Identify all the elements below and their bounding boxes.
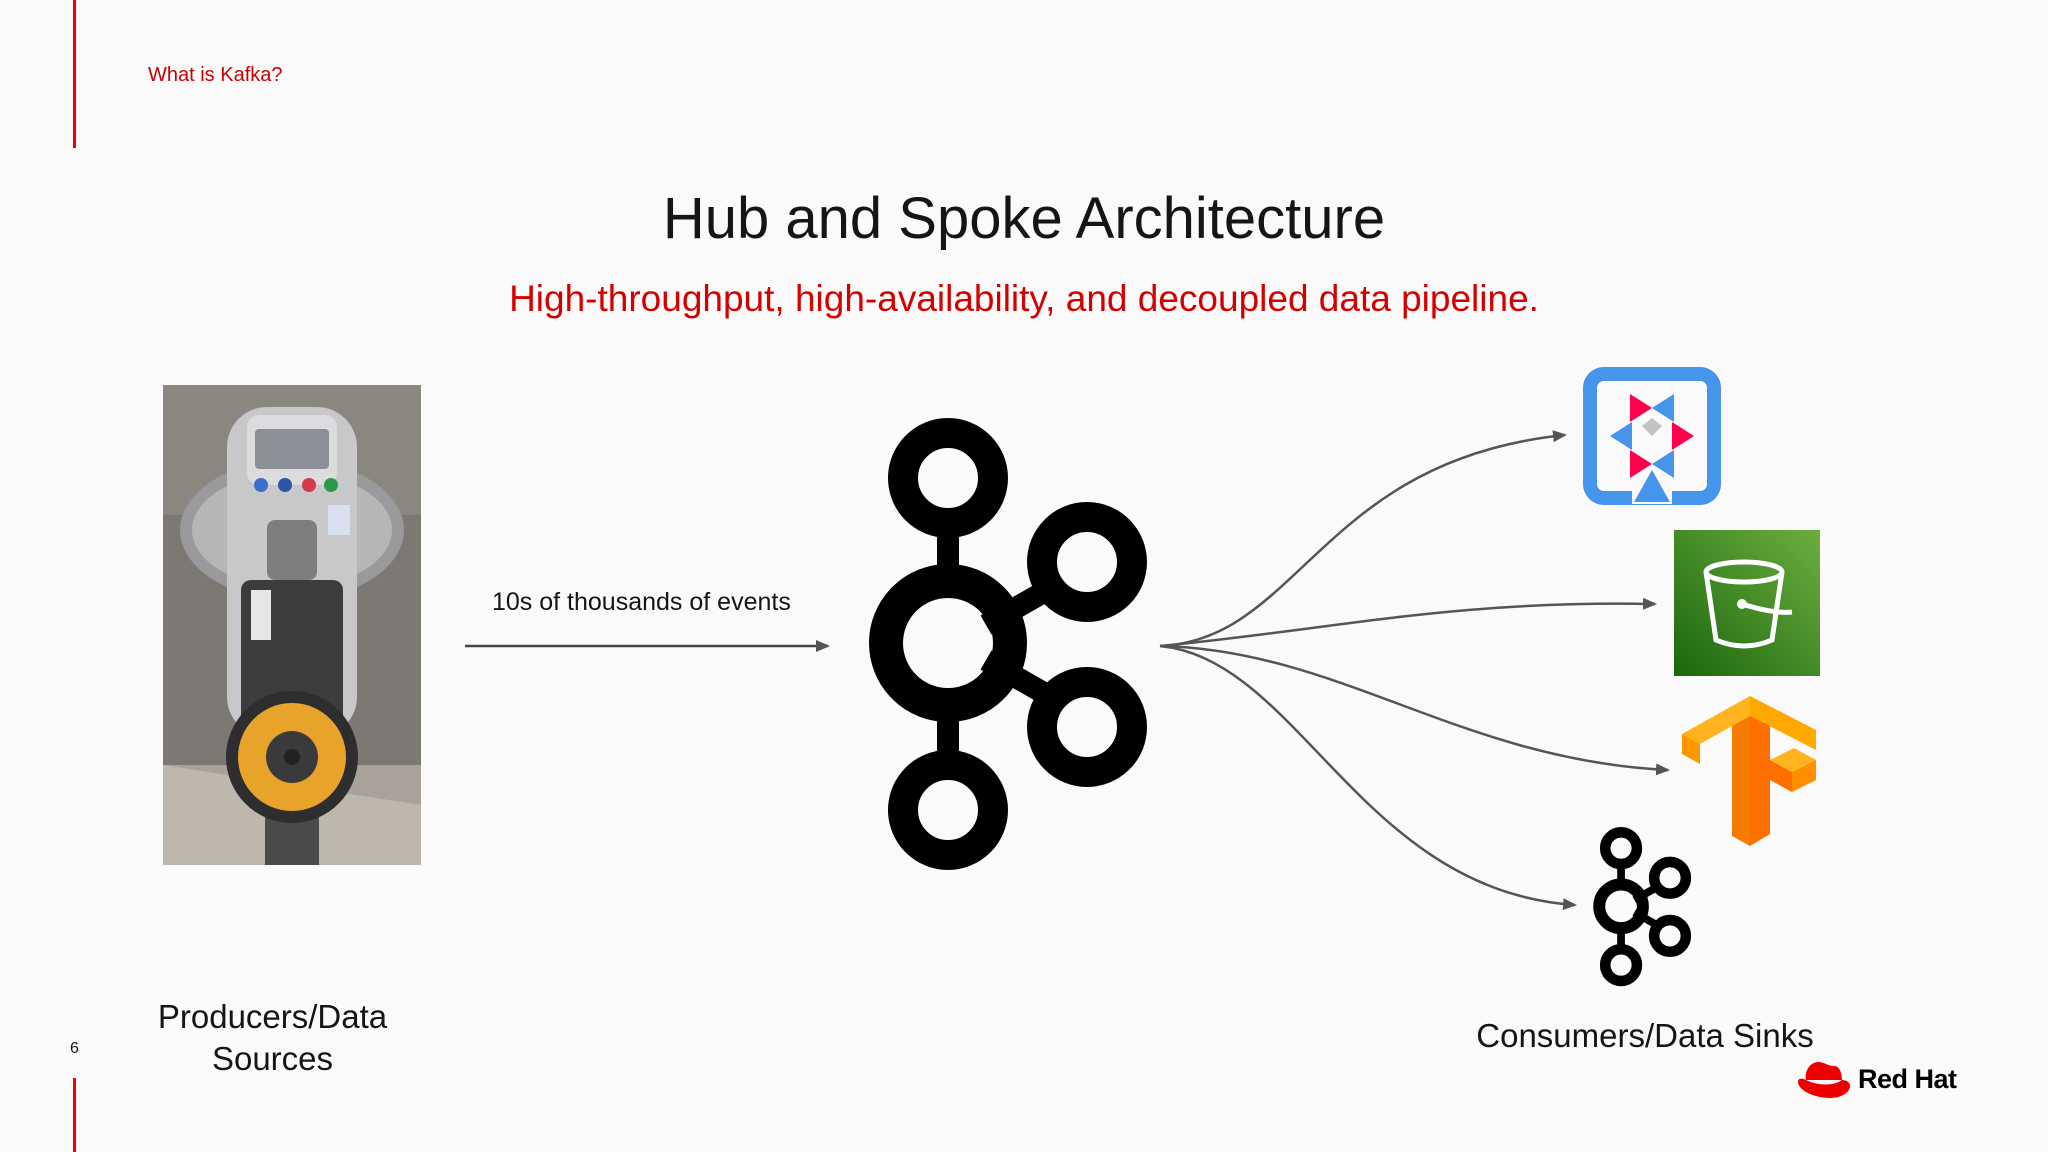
accent-bar-top (73, 0, 76, 148)
red-hat-icon (1798, 1062, 1850, 1098)
consumer-arrow-quarkus (1159, 430, 1567, 648)
slide-subtitle: High-throughput, high-availability, and … (509, 278, 1539, 319)
s3-bucket-icon (1674, 530, 1820, 676)
red-hat-logo-text: Red Hat (1858, 1063, 1957, 1094)
red-hat-logo: Red Hat (1796, 1058, 1957, 1100)
consumer-arrow-tensorflow (1159, 644, 1670, 776)
producers-label: Producers/Data Sources (157, 998, 388, 1077)
kafka-hub-icon (869, 418, 1147, 870)
tensorflow-icon (1682, 696, 1816, 846)
consumers-label: Consumers/Data Sinks (1476, 1017, 1814, 1054)
section-label: What is Kafka? (148, 64, 283, 86)
events-label: 10s of thousands of events (492, 588, 791, 616)
page-number: 6 (70, 1040, 79, 1057)
slide-title: Hub and Spoke Architecture (662, 186, 1386, 251)
quarkus-icon (1583, 367, 1721, 505)
consumer-arrow-s3 (1159, 597, 1657, 648)
kafka-sink-icon (1593, 827, 1692, 987)
parking-meter-image (163, 385, 421, 865)
accent-bar-bottom (73, 1078, 76, 1152)
consumer-arrow-kafka (1159, 644, 1577, 911)
